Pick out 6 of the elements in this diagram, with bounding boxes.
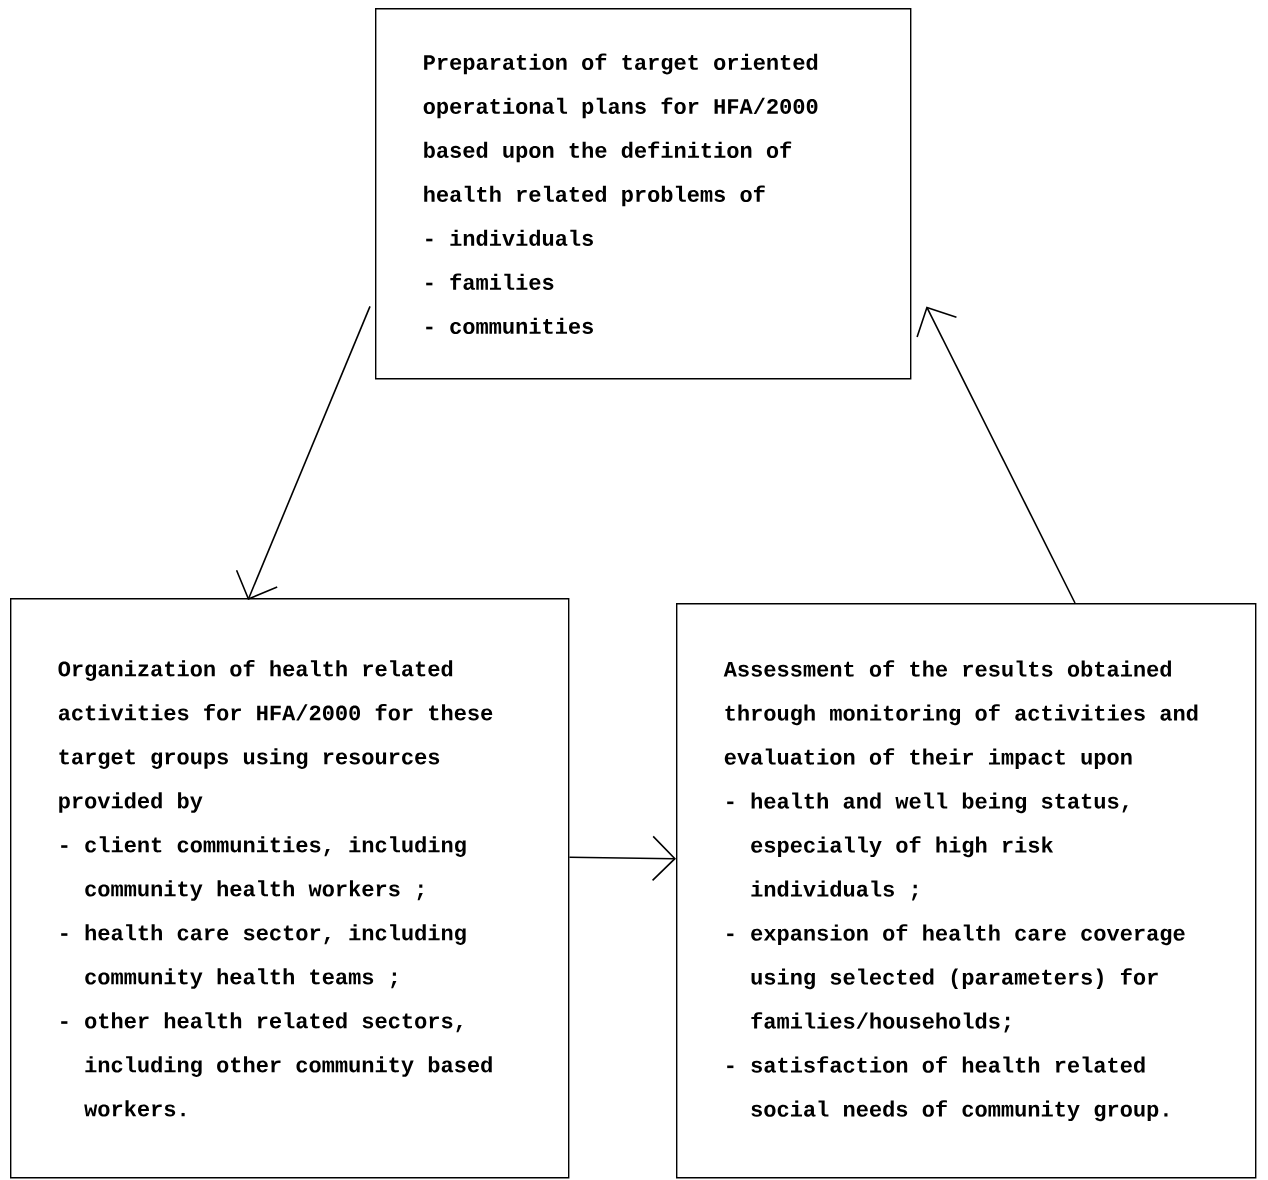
text-box: Assessment of the results obtained through monitoring of activities and evaluation of their impact upon - health and well being status, especially of high risk individuals ; - expansion of health care coverage using selected (parameters) for families/households; - satisfaction of health related social needs of community group. <box>676 603 1257 1179</box>
arrow <box>235 305 371 600</box>
arrow <box>916 306 1076 604</box>
text-box: Preparation of target oriented operational plans for HFA/2000 based upon the definition of health related problems of - individuals - families - communities <box>375 8 912 380</box>
arrow <box>568 835 676 882</box>
text-box: Organization of health related activities for HFA/2000 for these target groups using resources provided by - client communities, including community health workers ; - health care sector, including community health teams ; - other health related sectors, including other community based workers. <box>10 598 570 1179</box>
